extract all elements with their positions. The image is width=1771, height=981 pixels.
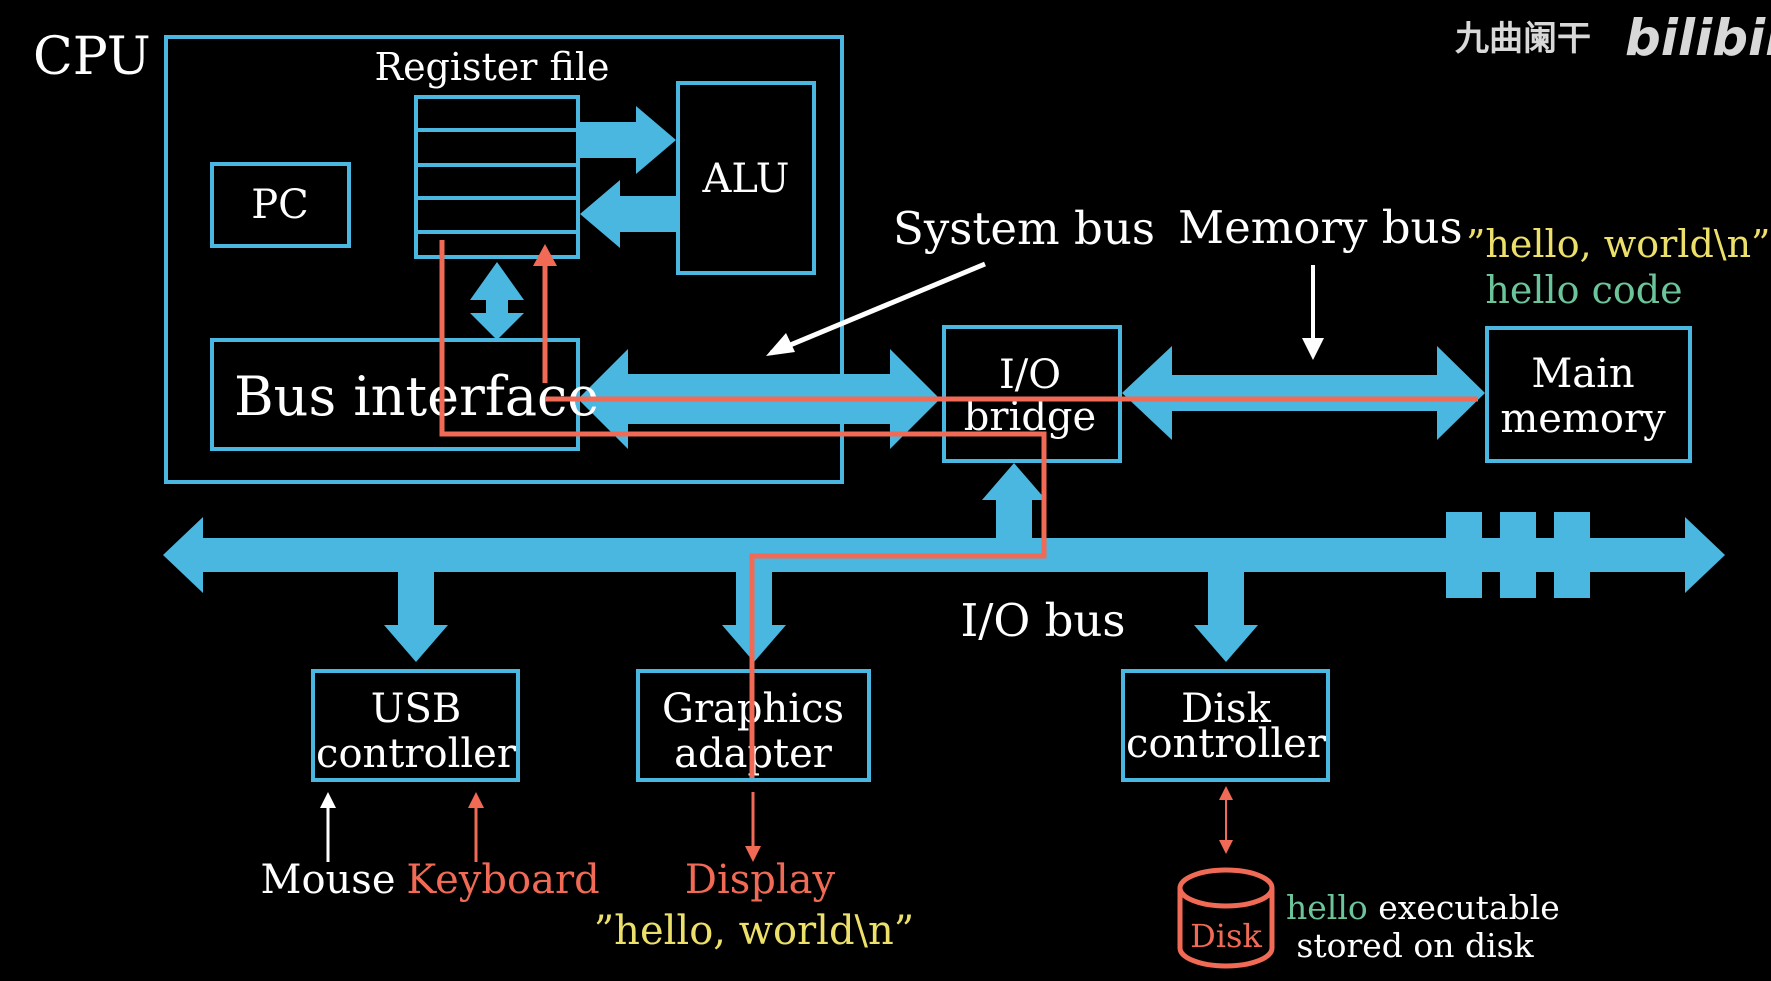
- register-file: [414, 95, 580, 259]
- regfile-to-alu-arrow: [580, 106, 676, 174]
- disk-note-executable: executable: [1368, 888, 1560, 927]
- alu-label: ALU: [702, 156, 790, 202]
- disk-ctrl-label-line2: controller: [1126, 721, 1327, 767]
- usb-drop-arrow: [384, 570, 448, 662]
- memory-bus-pointer-head: [1302, 338, 1324, 360]
- main-memory-box: [1485, 326, 1692, 463]
- usb-controller-box: [311, 669, 520, 782]
- disk-note-line1: hello executable: [1286, 888, 1560, 927]
- memory-bus-label: Memory bus: [1178, 201, 1463, 254]
- keyboard-arrow-head: [468, 792, 484, 808]
- memory-code: hello code: [1485, 268, 1682, 312]
- alu-box: [676, 81, 816, 275]
- mouse-arrow-head: [320, 792, 336, 808]
- disk-cylinder: [1177, 867, 1275, 969]
- disk-link-head-down: [1219, 840, 1233, 854]
- watermark-channel: 九曲阑干: [1455, 19, 1591, 59]
- bridge-io-bus-arrow: [982, 463, 1046, 540]
- io-bridge-label-line1: I/O: [999, 352, 1061, 398]
- usb-label-line2: controller: [316, 731, 517, 777]
- disk-label: Disk: [1190, 917, 1262, 955]
- alu-to-regfile-arrow: [580, 180, 676, 248]
- watermark: 九曲阑干 bilibili: [1455, 9, 1771, 67]
- cpu-title: CPU: [33, 27, 151, 87]
- disk-note-hello: hello: [1286, 888, 1368, 927]
- memory-bus: [1122, 346, 1485, 440]
- io-bridge-box: [942, 325, 1122, 463]
- display-output-string: ”hello, world\n”: [594, 908, 915, 954]
- main-memory-label-line1: Main: [1531, 351, 1634, 397]
- mouse-label: Mouse: [261, 857, 396, 903]
- io-bus-slot: [1554, 512, 1590, 598]
- main-memory-label-line2: memory: [1500, 396, 1666, 442]
- pc-label: PC: [251, 182, 309, 228]
- io-bus-slot: [1446, 512, 1482, 598]
- io-bus-label: I/O bus: [960, 594, 1125, 647]
- display-arrow-head: [745, 846, 761, 862]
- memory-string: ”hello, world\n”: [1466, 222, 1770, 266]
- pc-box: [210, 162, 351, 248]
- bus-interface-label: Bus interface: [234, 365, 599, 428]
- system-bus-pointer-head: [766, 333, 795, 356]
- register-path-arrowhead: [533, 244, 557, 266]
- usb-label-line1: USB: [371, 686, 462, 732]
- cpu-outline: [164, 35, 844, 484]
- data-paths: [439, 240, 1478, 778]
- bus-interface-box: [210, 338, 580, 451]
- display-label: Display: [685, 857, 836, 903]
- disk-drop-arrow: [1194, 570, 1258, 662]
- regfile-bus-double-arrow: [470, 262, 524, 340]
- cpu-block: CPU Register file PC ALU: [33, 27, 844, 484]
- system-bus-label: System bus: [893, 202, 1155, 255]
- disk-note-line2: stored on disk: [1296, 926, 1534, 965]
- register-to-display-path: [439, 240, 1047, 778]
- disk-controller-box: [1121, 669, 1330, 782]
- register-file-label: Register file: [374, 45, 609, 89]
- disk-ctrl-label-line1: Disk: [1181, 686, 1271, 732]
- disk-link-head-up: [1219, 786, 1233, 800]
- system-bus-pointer-line: [770, 261, 986, 356]
- bilibili-logo: bilibili: [1625, 9, 1771, 67]
- io-bus-slot: [1500, 512, 1536, 598]
- keyboard-label: Keyboard: [406, 857, 599, 903]
